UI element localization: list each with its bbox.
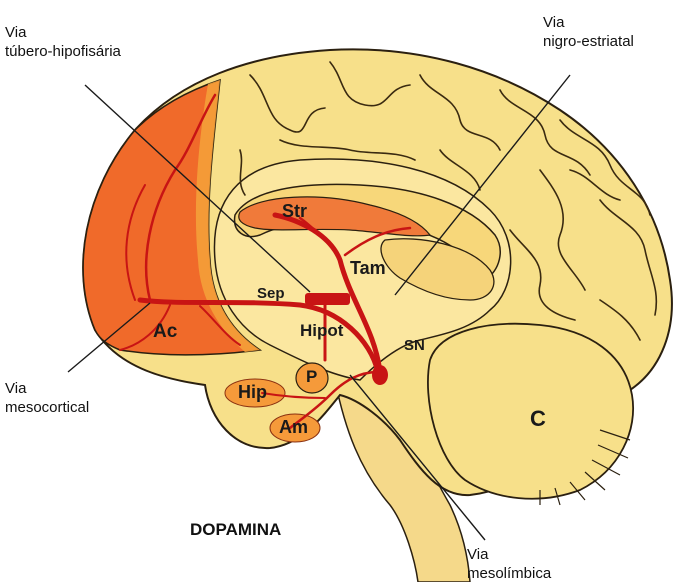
region-label-sn: SN: [404, 337, 425, 354]
label-via-mesocortical: Via mesocortical: [5, 379, 89, 417]
substantia-nigra-node: [372, 365, 388, 385]
label-via-tuberohypophyseal-line2: túbero-hipofisária: [5, 42, 121, 61]
label-via-mesocortical-line2: mesocortical: [5, 398, 89, 417]
figure-title: DOPAMINA: [190, 520, 281, 540]
label-via-tuberohypophyseal-line1: Via: [5, 23, 121, 42]
region-label-hip: Hip: [238, 382, 267, 403]
region-label-hipot: Hipot: [300, 321, 343, 341]
label-via-mesolimbic: Via mesolímbica: [467, 545, 551, 582]
region-label-ac: Ac: [153, 321, 177, 343]
label-via-nigrostriatal-line2: nigro-estriatal: [543, 32, 634, 51]
label-via-nigrostriatal-line1: Via: [543, 13, 634, 32]
label-via-mesocortical-line1: Via: [5, 379, 89, 398]
region-label-tam: Tam: [350, 258, 386, 279]
region-label-am: Am: [279, 417, 308, 438]
region-label-c: C: [530, 406, 546, 432]
label-via-mesolimbic-line1: Via: [467, 545, 551, 564]
septum-bar: [305, 293, 350, 305]
label-via-mesolimbic-line2: mesolímbica: [467, 564, 551, 582]
region-label-p: P: [306, 367, 317, 387]
region-label-sep: Sep: [257, 285, 285, 302]
region-label-str: Str: [282, 201, 307, 222]
label-via-nigrostriatal: Via nigro-estriatal: [543, 13, 634, 51]
label-via-tuberohypophyseal: Via túbero-hipofisária: [5, 23, 121, 61]
